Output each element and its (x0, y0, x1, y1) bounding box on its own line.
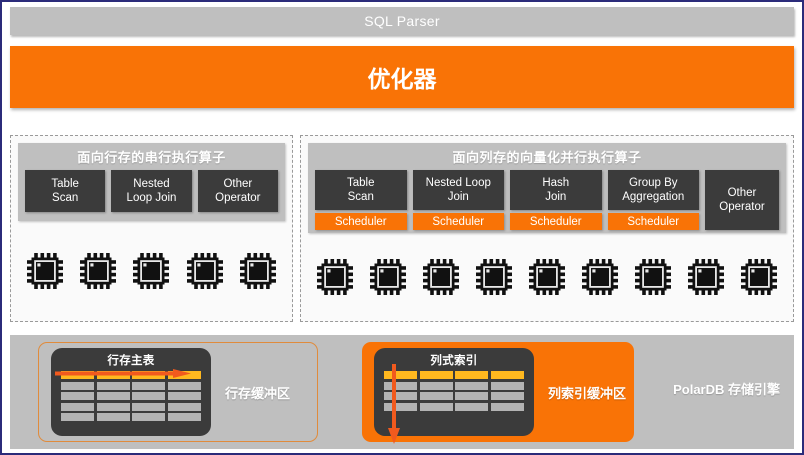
grid-cell (384, 402, 418, 411)
grid-row (384, 402, 524, 411)
grid-cell (132, 402, 166, 411)
grid-cell (132, 413, 166, 421)
cpu-chip-icon (688, 259, 725, 295)
scheduler-bar[interactable]: Scheduler (412, 213, 504, 230)
storage-engine-label: PolarDB 存储引擎 (673, 382, 780, 397)
cpu-chip-icon (369, 259, 406, 295)
grid-cell (96, 413, 130, 421)
cpu-chip-icon (635, 259, 672, 295)
cpu-chip-icon (528, 259, 565, 295)
sql-parser-label: SQL Parser (364, 13, 440, 29)
grid-cell (167, 402, 201, 411)
grid-row (61, 402, 201, 411)
grid-cell (61, 402, 95, 411)
grid-cell (96, 402, 130, 411)
operator-box[interactable]: Hash Join (510, 170, 602, 210)
cpu-chip-icon (80, 253, 117, 289)
grid-cell (132, 392, 166, 400)
sql-parser-bar: SQL Parser (10, 7, 794, 35)
grid-row (61, 413, 201, 421)
operator-box[interactable]: Nested Loop Join (412, 170, 504, 210)
optimizer-label: 优化器 (367, 66, 437, 92)
scheduler-bar[interactable]: Scheduler (315, 213, 407, 230)
grid-cell (490, 402, 524, 411)
polardb-storage-engine: 行存主表 行存缓冲区 列式索引 列索引缓冲区 PolarDB 存储引擎 (10, 335, 794, 449)
grid-cell (455, 381, 489, 390)
grid-cell (455, 392, 489, 400)
cpu-chip-icon (240, 253, 277, 289)
horizontal-right-arrow-icon (55, 369, 191, 378)
grid-cell (96, 381, 130, 390)
cpu-chip-icon (475, 259, 512, 295)
grid-row (61, 392, 201, 400)
cpu-chip-icon (422, 259, 459, 295)
cpu-chip-icon (316, 259, 353, 295)
column-index-table-grid (384, 371, 524, 411)
vertical-down-arrow-icon (388, 364, 400, 444)
row-store-table-grid (61, 371, 201, 421)
grid-cell (384, 381, 418, 390)
cpu-chip-icon (582, 259, 619, 295)
cpu-chip-icon (741, 259, 778, 295)
operator-box[interactable]: Table Scan (315, 170, 407, 210)
grid-cell (384, 392, 418, 400)
scheduler-bar[interactable]: Scheduler (607, 213, 699, 230)
grid-cell (384, 371, 418, 379)
cpu-chip-icon (186, 253, 223, 289)
operator-box[interactable]: Table Scan (25, 170, 106, 212)
optimizer-bar: 优化器 (10, 46, 794, 108)
row-store-table-card: 行存主表 (51, 348, 211, 436)
column-index-table-card: 列式索引 (374, 348, 534, 444)
grid-cell (490, 392, 524, 400)
cpu-chip-icon (26, 253, 63, 289)
row-store-panel-title: 面向行存的串行执行算子 (77, 150, 226, 165)
grid-cell (167, 413, 201, 421)
row-store-buffer: 行存主表 行存缓冲区 (38, 342, 318, 442)
grid-cell (61, 381, 95, 390)
operator-box[interactable]: Nested Loop Join (111, 170, 192, 212)
grid-cell (490, 371, 524, 379)
grid-row (384, 392, 524, 400)
grid-cell (96, 392, 130, 400)
grid-cell (61, 392, 95, 400)
other-operator-box[interactable]: Other Operator (705, 170, 779, 230)
grid-cell (455, 402, 489, 411)
grid-cell (419, 402, 453, 411)
grid-row (61, 381, 201, 390)
row-store-table-title: 行存主表 (107, 355, 155, 367)
operator-box[interactable]: Group By Aggregation (607, 170, 699, 210)
column-index-table-title: 列式索引 (430, 355, 478, 367)
grid-cell (61, 413, 95, 421)
grid-cell (419, 381, 453, 390)
column-index-buffer-label: 列索引缓冲区 (548, 385, 627, 401)
grid-cell (490, 381, 524, 390)
grid-cell (419, 392, 453, 400)
grid-cell (167, 392, 201, 400)
grid-cell (455, 371, 489, 379)
grid-row (384, 371, 524, 379)
row-store-cpu-list (18, 228, 285, 314)
grid-cell (132, 381, 166, 390)
grid-cell (167, 381, 201, 390)
column-store-panel-title: 面向列存的向量化并行执行算子 (452, 150, 642, 165)
row-store-buffer-label: 行存缓冲区 (225, 385, 291, 401)
grid-row (384, 381, 524, 390)
scheduler-bar[interactable]: Scheduler (510, 213, 602, 230)
operator-box[interactable]: Other Operator (197, 170, 278, 212)
grid-cell (419, 371, 453, 379)
column-store-cpu-list (308, 240, 786, 314)
cpu-chip-icon (133, 253, 170, 289)
column-index-buffer: 列式索引 列索引缓冲区 (362, 342, 634, 444)
